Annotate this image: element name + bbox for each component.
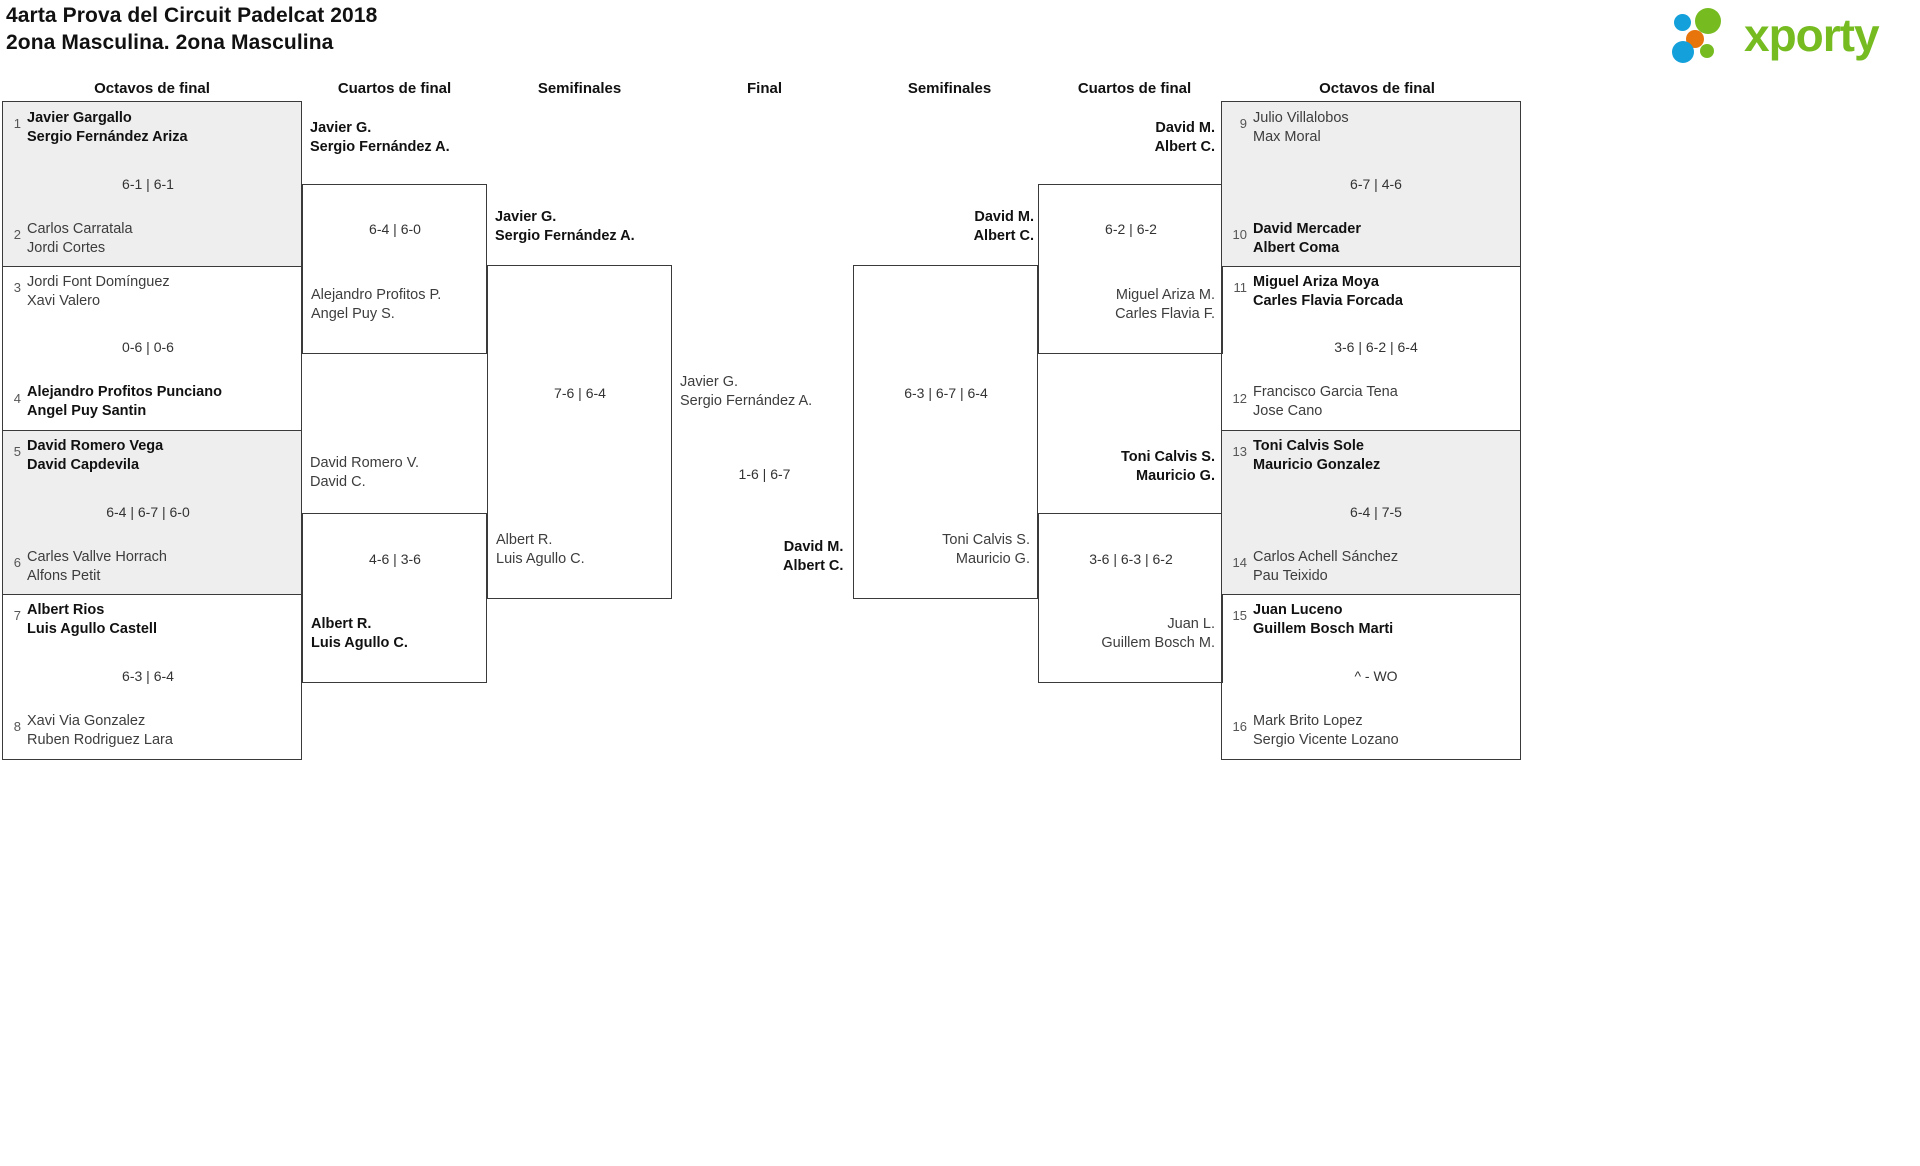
match-score: 7-6 | 6-4 xyxy=(554,385,606,401)
bracket-connector-lqf-2[interactable]: 4-6 | 3-6 Albert R.Luis Agullo C. xyxy=(302,513,487,683)
seed-number: 1 xyxy=(13,116,21,131)
team-name-qf-right-1: David M.Albert C. xyxy=(1154,120,1215,155)
match-score: 3-6 | 6-3 | 6-2 xyxy=(1089,551,1173,567)
seed-number: 14 xyxy=(1232,555,1247,570)
round-header-left-qf: Cuartos de final xyxy=(337,80,452,97)
match-score: 6-4 | 6-0 xyxy=(369,221,421,237)
match-score: 6-3 | 6-7 | 6-4 xyxy=(904,385,988,401)
seed-number: 7 xyxy=(13,608,21,623)
team-name-qf-right-2: Miguel Ariza M.Carles Flavia F. xyxy=(1115,287,1215,322)
match-score: 6-4 | 7-5 xyxy=(1350,504,1402,520)
tournament-title: 4arta Prova del Circuit Padelcat 2018 xyxy=(6,4,378,27)
seed-number: 9 xyxy=(1239,116,1247,131)
team-name-final-bottom: David M.Albert C. xyxy=(783,539,844,574)
team-name-sf-left-2: Albert R.Luis Agullo C. xyxy=(496,532,585,567)
team-name-qf-left-3: David Romero V.David C. xyxy=(310,455,420,490)
xporty-logo[interactable]: xporty xyxy=(1672,4,1912,66)
bracket-connector-rsf[interactable]: 6-3 | 6-7 | 6-4 Toni Calvis S.Mauricio G… xyxy=(853,265,1038,599)
match-score: 6-3 | 6-4 xyxy=(122,668,174,684)
match-score: 0-6 | 0-6 xyxy=(122,339,174,355)
team-name-qf-right-4: Juan L.Guillem Bosch M. xyxy=(1101,616,1215,651)
match-score: 6-4 | 6-7 | 6-0 xyxy=(106,504,190,520)
team-name-qf-left-1: Javier G.Sergio Fernández A. xyxy=(310,120,450,155)
bracket-connector-lsf[interactable]: 7-6 | 6-4 Albert R.Luis Agullo C. xyxy=(487,265,672,599)
match-score: 4-6 | 3-6 xyxy=(369,551,421,567)
bracket-connector-lqf-1[interactable]: 6-4 | 6-0 Alejandro Profitos P.Angel Puy… xyxy=(302,184,487,354)
team-name-sf-right-2: Toni Calvis S.Mauricio G. xyxy=(942,532,1030,567)
title-block: 4arta Prova del Circuit Padelcat 2018 2o… xyxy=(6,2,377,56)
round-header-final: Final xyxy=(746,80,782,97)
logo-wordmark: xporty xyxy=(1744,9,1880,61)
team-name-qf-left-4: Albert R.Luis Agullo C. xyxy=(311,616,408,651)
bracket-connector-rqf-2[interactable]: 3-6 | 6-3 | 6-2 Juan L.Guillem Bosch M. xyxy=(1038,513,1223,683)
seed-number: 3 xyxy=(13,280,21,295)
page-header: 4arta Prova del Circuit Padelcat 2018 2o… xyxy=(0,0,1920,72)
seed-number: 4 xyxy=(13,391,21,406)
round-header-right-sf: Semifinales xyxy=(907,80,992,97)
round-header-left-r16: Octavos de final xyxy=(94,80,210,97)
seed-number: 13 xyxy=(1232,444,1247,459)
team-name-qf-right-3: Toni Calvis S.Mauricio G. xyxy=(1120,449,1215,484)
seed-number: 11 xyxy=(1233,280,1248,295)
match-score: 6-7 | 4-6 xyxy=(1350,176,1402,192)
match-score: 6-1 | 6-1 xyxy=(122,176,174,192)
seed-number: 15 xyxy=(1232,608,1247,623)
seed-number: 8 xyxy=(13,719,21,734)
tournament-category: 2ona Masculina. 2ona Masculina xyxy=(6,31,334,54)
final-score: 1-6 | 6-7 xyxy=(738,466,791,482)
seed-number: 10 xyxy=(1232,227,1247,242)
seed-number: 2 xyxy=(13,227,21,242)
seed-number: 6 xyxy=(13,555,21,570)
seed-number: 5 xyxy=(13,444,21,459)
match-score: 3-6 | 6-2 | 6-4 xyxy=(1334,339,1418,355)
bracket-connector-rqf-1[interactable]: 6-2 | 6-2 Miguel Ariza M.Carles Flavia F… xyxy=(1038,184,1223,354)
round-header-left-sf: Semifinales xyxy=(537,80,622,97)
team-name-sf-left-1: Javier G.Sergio Fernández A. xyxy=(495,209,635,244)
match-score: ^ - WO xyxy=(1354,668,1398,684)
round-header-right-qf: Cuartos de final xyxy=(1077,80,1192,97)
round-header-right-r16: Octavos de final xyxy=(1319,80,1435,97)
seed-number: 12 xyxy=(1232,391,1247,406)
seed-number: 16 xyxy=(1232,719,1247,734)
logo-dots-icon xyxy=(1672,8,1742,64)
team-name-qf-left-2: Alejandro Profitos P.Angel Puy S. xyxy=(311,287,442,322)
team-name-sf-right-1: David M.Albert C. xyxy=(973,209,1034,244)
team-name-final-top: Javier G.Sergio Fernández A. xyxy=(680,374,813,409)
match-score: 6-2 | 6-2 xyxy=(1105,221,1157,237)
